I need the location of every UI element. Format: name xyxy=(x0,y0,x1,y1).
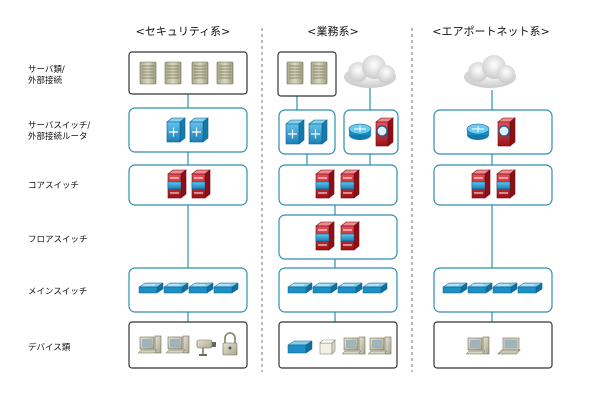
column-title-airport: <エアポートネット系> xyxy=(432,25,549,38)
whitebox-device-icon xyxy=(319,339,336,355)
workgroup-switch-icon xyxy=(492,282,518,294)
workgroup-switch-icon xyxy=(188,282,214,294)
workgroup-switch-icon xyxy=(312,282,338,294)
desktop-pc-icon xyxy=(367,336,392,355)
workgroup-switch-icon xyxy=(362,282,388,294)
firewall-icon xyxy=(497,117,516,147)
printer-icon xyxy=(287,340,313,354)
column-title-security: <セキュリティ系> xyxy=(136,25,231,38)
row-label-main-switch: メインスイッチ xyxy=(28,287,87,297)
desktop-pc-icon xyxy=(341,336,366,355)
multilayer-switch-icon xyxy=(308,119,328,145)
security-main-switch-box xyxy=(128,267,248,313)
airport-devices-box xyxy=(433,321,553,369)
row-label-servers: サーバ類/ 外部接続 xyxy=(28,64,67,86)
router-icon xyxy=(466,123,490,141)
core-switch-icon xyxy=(340,169,360,199)
core-switch-icon xyxy=(315,169,335,199)
workgroup-switch-icon xyxy=(213,282,239,294)
business-floor-switch-box xyxy=(278,214,398,260)
core-switch-icon xyxy=(471,169,491,199)
workgroup-switch-icon xyxy=(287,282,313,294)
row-label-devices: デバイス類 xyxy=(28,342,71,353)
row-label-server-switch: サーバスイッチ/ 外部接続ルータ xyxy=(28,121,93,142)
server-tower-icon xyxy=(191,61,209,85)
router-icon xyxy=(348,123,372,141)
cloud-icon xyxy=(464,55,516,88)
security-core-switch-box xyxy=(128,164,248,206)
workgroup-switch-icon xyxy=(517,282,543,294)
workgroup-switch-icon xyxy=(467,282,493,294)
multilayer-switch-icon xyxy=(166,117,186,143)
core-switch-icon xyxy=(191,169,211,199)
row-label-floor-switch: フロアスイッチ xyxy=(28,235,88,245)
desktop-pc-icon xyxy=(137,335,162,354)
multilayer-switch-icon xyxy=(189,117,209,143)
business-core-switch-box xyxy=(278,164,398,206)
workgroup-switch-icon xyxy=(138,282,164,294)
workgroup-switch-icon xyxy=(163,282,189,294)
server-tower-icon xyxy=(164,61,182,85)
security-server-switch-box xyxy=(128,107,248,153)
core-switch-icon xyxy=(315,221,335,251)
core-switch-icon xyxy=(340,221,360,251)
row-label-core-switch: コアスイッチ xyxy=(28,181,79,191)
desktop-pc-icon xyxy=(165,335,190,354)
server-tower-icon xyxy=(216,61,234,85)
workgroup-switch-icon xyxy=(442,282,468,294)
desktop-pc-icon xyxy=(465,336,490,355)
core-switch-icon xyxy=(167,169,187,199)
server-tower-icon xyxy=(286,61,304,85)
airport-core-switch-box xyxy=(433,164,553,206)
multilayer-switch-icon xyxy=(285,119,305,145)
business-devices-box xyxy=(278,321,398,369)
workgroup-switch-icon xyxy=(337,282,363,294)
server-tower-icon xyxy=(139,61,157,85)
server-tower-icon xyxy=(310,61,328,85)
airport-router-box xyxy=(433,109,553,155)
core-switch-icon xyxy=(496,169,516,199)
firewall-icon xyxy=(375,117,394,147)
cloud-icon xyxy=(344,55,396,88)
column-title-business: <業務系> xyxy=(307,24,358,38)
